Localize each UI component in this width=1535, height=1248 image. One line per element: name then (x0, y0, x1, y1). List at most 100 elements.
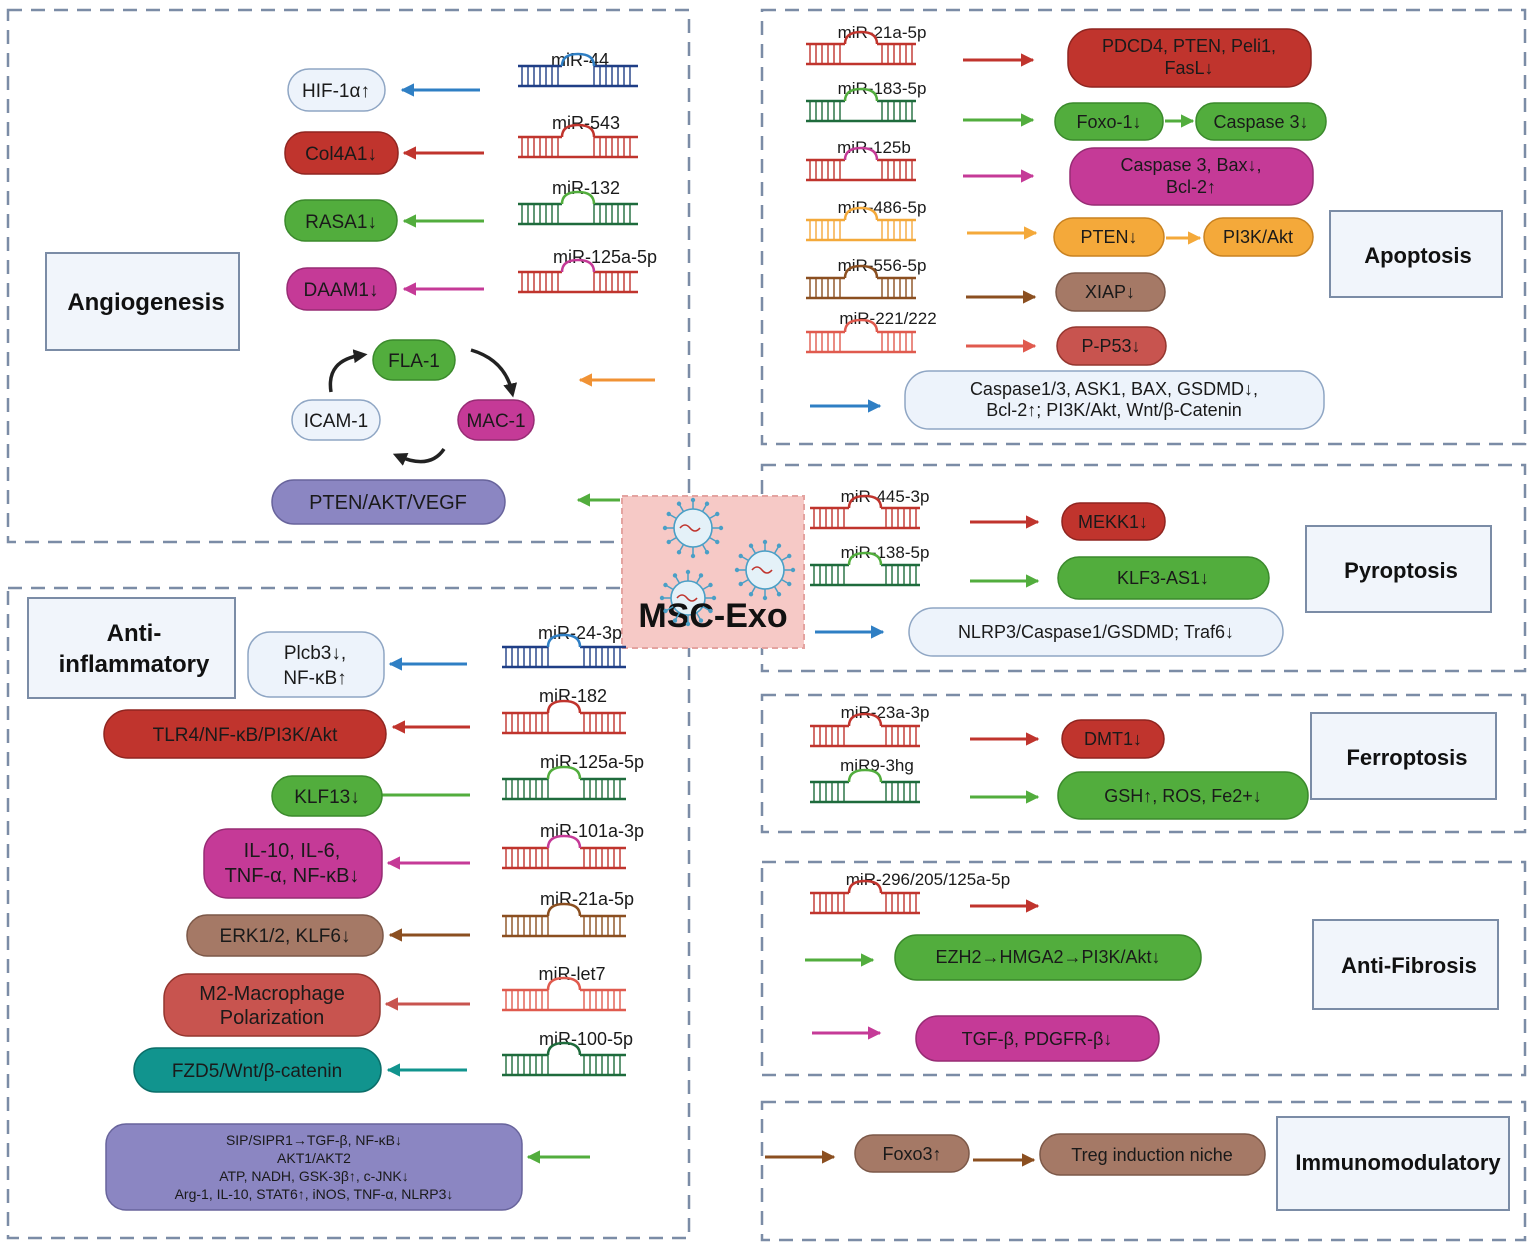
ferroptosis-content: miR-23a-3p miR9-3hg DMT1↓ GSH↑, ROS, Fe2… (840, 703, 1309, 820)
mirna-hairpin-icon (806, 87, 916, 123)
exosome-spike-tip (690, 497, 696, 503)
mirna-label: miR-21a-5p (838, 23, 927, 42)
immunomodulatory-frame (760, 1100, 1527, 1242)
cycle-icam1: ICAM-1 (304, 411, 368, 432)
target-m2-line1: M2-Macrophage (199, 983, 345, 1005)
target-rasa1: RASA1↓ (305, 212, 377, 233)
angiogenesis-label-box (45, 252, 240, 351)
exosome-spikes (659, 497, 796, 627)
target-pill (908, 607, 1284, 657)
cycle-arrow (470, 348, 518, 398)
target-caspase-list-line1: Caspase1/3, ASK1, BAX, GSDMD↓, (970, 379, 1258, 399)
exosome-spike-tip (776, 592, 782, 597)
mirna-hairpin-icon (502, 1041, 626, 1077)
target-pill (284, 131, 399, 175)
exosome-spike-tip (659, 595, 665, 601)
exosome-spike-tip (663, 608, 668, 614)
antiinflammatory-frame (6, 586, 691, 1240)
ferroptosis-label: Ferroptosis (1346, 745, 1467, 770)
antifibrosis-frame (760, 860, 1527, 1077)
cycle-fla1: FLA-1 (388, 351, 440, 372)
antiinflammatory-label-box (27, 597, 236, 699)
mirna-hairpin-icon (502, 976, 626, 1012)
target-pill (1195, 102, 1327, 141)
immunomodulatory-label: Immunomodulatory (1295, 1150, 1501, 1175)
exosome-spike-tip (734, 567, 740, 573)
cycle-arrow (328, 349, 368, 393)
mirna-hairpin-icon (502, 765, 626, 801)
mirna-hairpins (502, 30, 920, 1077)
target-mekk1: MEKK1↓ (1078, 512, 1148, 532)
exosome-spike-tip (748, 592, 754, 597)
target-pill (247, 631, 385, 698)
mirna-hairpin-icon (502, 834, 626, 870)
target-sip-line3: ATP, NADH, GSK-3β↑, c-JNK↓ (219, 1168, 409, 1184)
mirna-label: miR-486-5p (838, 198, 927, 217)
mirna-hairpin-icon (518, 52, 638, 88)
target-tgfb: TGF-β, PDGFR-β↓ (962, 1029, 1113, 1049)
exosome-spike-tip (676, 501, 682, 506)
exosome-spike-tip (776, 543, 782, 548)
target-plcb3-line2: NF-κB↑ (283, 668, 346, 689)
target-casp3: Caspase 3↓ (1213, 112, 1308, 132)
mirna-label: miR-23a-3p (841, 703, 930, 722)
angiogenesis-frame (6, 8, 691, 544)
mirna-label: miR-543 (552, 113, 620, 133)
target-col4a1: Col4A1↓ (305, 144, 377, 165)
mirna-hairpin-icon (518, 258, 638, 294)
mirna-hairpin-icon (806, 318, 916, 354)
exosome-spike-tip (787, 553, 792, 559)
exosome-spike-tip (662, 525, 668, 531)
target-pill (271, 775, 383, 817)
target-sip-line2: AKT1/AKT2 (277, 1150, 351, 1166)
target-il10-line2: TNF-α, NF-κB↓ (225, 865, 360, 887)
target-sip-line1: SIP/SIPR1→TGF-β, NF-κB↓ (226, 1132, 402, 1148)
exosome-spike-tip (698, 618, 704, 623)
cycle-mac1: MAC-1 (466, 411, 525, 432)
target-klf3as1: KLF3-AS1↓ (1117, 568, 1209, 588)
pyroptosis-content: miR-445-3p miR-138-5p MEKK1↓ KLF3-AS1↓ N… (815, 487, 1284, 657)
immunomodulatory-content: Foxo3↑ Treg induction niche (765, 1133, 1266, 1176)
mirna-label: miR-296/205/125a-5p (846, 870, 1010, 889)
exosome-spike-tip (787, 581, 792, 587)
mirna-hairpin-icon (806, 30, 916, 66)
target-foxo1: Foxo-1↓ (1076, 112, 1141, 132)
pathway-pill (271, 479, 506, 525)
target-treg: Treg induction niche (1071, 1145, 1232, 1165)
mirna-hairpin-icon (810, 494, 920, 530)
exosome-spike-tip (715, 539, 720, 545)
target-plcb3-line1: Plcb3↓, (284, 643, 346, 664)
pyroptosis-label: Pyroptosis (1344, 558, 1458, 583)
exosome-spike-tip (762, 595, 768, 601)
exosome-spike-tip (666, 511, 671, 517)
target-tlr4: TLR4/NF-κB/PI3K/Akt (153, 725, 338, 746)
exosome-spike-tip (676, 550, 682, 555)
target-pdcd4-line2: FasL↓ (1164, 58, 1213, 78)
exosome-spike-tip (738, 553, 743, 559)
cycle-pill (457, 399, 535, 441)
mirna-hairpin-icon (810, 879, 920, 915)
exosome-spike-tip (738, 581, 743, 587)
mirna-label: miR-183-5p (838, 79, 927, 98)
target-pill (854, 1134, 970, 1173)
target-erk: ERK1/2, KLF6↓ (220, 926, 351, 947)
pyroptosis-frame (760, 463, 1527, 673)
mirna-label: miR-221/222 (839, 309, 936, 328)
mirna-hairpin-icon (806, 206, 916, 242)
exosome-spike-tip (685, 569, 691, 575)
target-pill (1055, 272, 1166, 312)
target-pill (1061, 719, 1165, 759)
target-pill (1057, 771, 1309, 820)
cycle-pill (291, 399, 381, 441)
exosome-spike-tip (790, 567, 796, 573)
target-pten: PTEN↓ (1080, 227, 1137, 247)
exosome-spike-tip (698, 573, 704, 578)
exosome-spike-tip (711, 595, 717, 601)
mirna-hairpin-icon (806, 264, 916, 300)
cycle-pill (372, 339, 456, 381)
exosome-spike-tip (762, 539, 768, 545)
mirna-label: miR-let7 (538, 964, 605, 984)
mirna-hairpin-icon (518, 190, 638, 226)
exosome-spike-tip (704, 550, 710, 555)
